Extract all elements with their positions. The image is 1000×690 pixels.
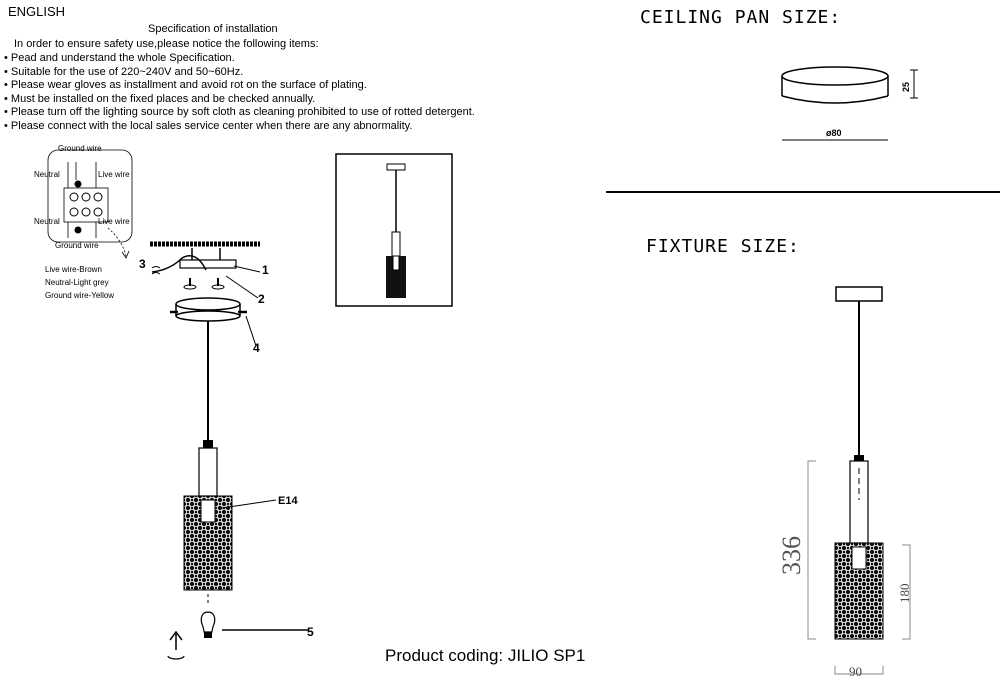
mounting-bracket [179,259,237,269]
overview-shade [386,256,406,298]
callout-4: 4 [253,341,260,355]
pendant-overview [335,153,453,307]
exploded-view: 1 2 3 4 5 E14 [139,241,314,660]
callout-5: 5 [307,625,314,639]
spec-item: • Please connect with the local sales se… [4,119,413,132]
product-coding: Product coding: JILIO SP1 [385,646,586,665]
spec-item: • Please turn off the lighting source by… [4,106,475,118]
pan-diameter-label: ø80 [826,128,842,138]
ceiling-pan-drawing: 25 ø80 [781,66,918,141]
socket-type-label: E14 [278,495,298,507]
wire-legend-live: Live wire-Brown [45,265,102,274]
wiring-diagram: Ground wire Neutral Live wire Neutral Li… [34,144,133,300]
spec-intro: In order to ensure safety use,please not… [14,38,319,50]
callout-1: 1 [262,263,269,277]
rotate-icon [167,655,185,660]
fixture-canopy [835,286,883,302]
fixture-shade-height: 180 [897,584,912,604]
ground-wire-label-bottom: Ground wire [55,241,99,250]
spec-item: • Pead and understand the whole Specific… [4,52,235,64]
overview-frame [335,153,453,307]
pan-height-label: 25 [901,82,911,92]
ceiling-pan-title: CEILING PAN SIZE: [640,7,842,28]
wiring-frame [47,149,133,243]
fixture-size-title: FIXTURE SIZE: [646,236,800,257]
spec-item: • Suitable for the use of 220~240V and 5… [4,65,244,78]
spec-title: Specification of installation [148,23,278,35]
spec-list: • Pead and understand the whole Specific… [4,52,475,133]
bulb-icon [200,611,216,633]
live-wire-label-bottom: Live wire [98,217,130,226]
ground-screw-bottom [74,226,82,234]
wire-legend-ground: Ground wire-Yellow [45,291,114,300]
callout-2: 2 [258,292,265,306]
up-arrow-icon [169,630,183,650]
neutral-label-bottom: Neutral [34,217,60,226]
callout-3: 3 [139,257,146,271]
lamp-holder [198,447,218,497]
terminal-block [63,187,109,223]
ceiling-canopy [175,297,241,311]
fixture-size-drawing: 336 180 90 [777,286,912,679]
e14-socket [200,499,216,523]
fixture-total-height: 336 [777,536,806,575]
wire-legend-neutral: Neutral-Light grey [45,278,109,287]
live-wire-label-top: Live wire [98,170,130,179]
spec-item: • Please wear gloves as installment and … [4,79,367,91]
neutral-label-top: Neutral [34,170,60,179]
spec-item: • Must be installed on the fixed places … [4,92,316,105]
ground-wire-label-top: Ground wire [58,144,102,153]
ground-screw-top [74,180,82,188]
language-label: ENGLISH [8,4,66,19]
fixture-width: 90 [849,664,862,679]
